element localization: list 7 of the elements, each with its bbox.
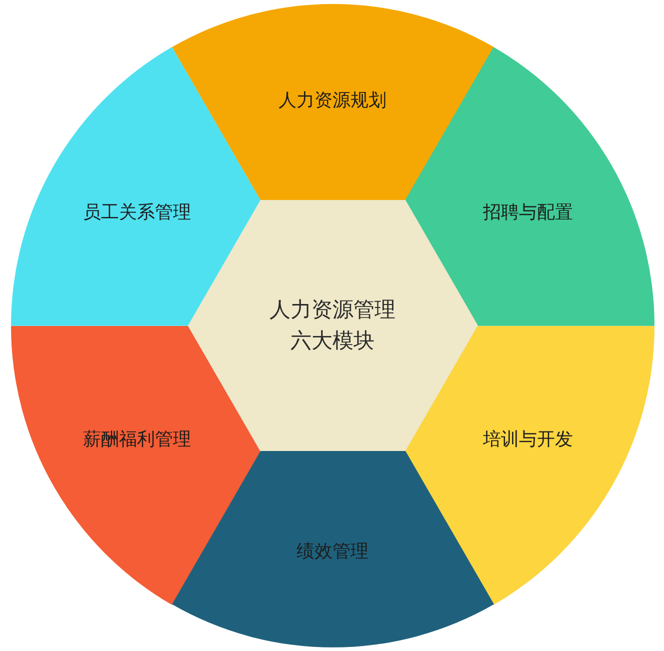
center-title: 人力资源管理六大模块	[270, 297, 396, 354]
segment-label: 培训与开发	[483, 428, 574, 450]
segment-label: 薪酬福利管理	[82, 428, 191, 450]
segment-label: 招聘与配置	[483, 201, 574, 224]
segment-label: 绩效管理	[296, 540, 368, 564]
segment-label: 人力资源规划	[278, 88, 386, 112]
segment-label: 员工关系管理	[82, 201, 191, 224]
